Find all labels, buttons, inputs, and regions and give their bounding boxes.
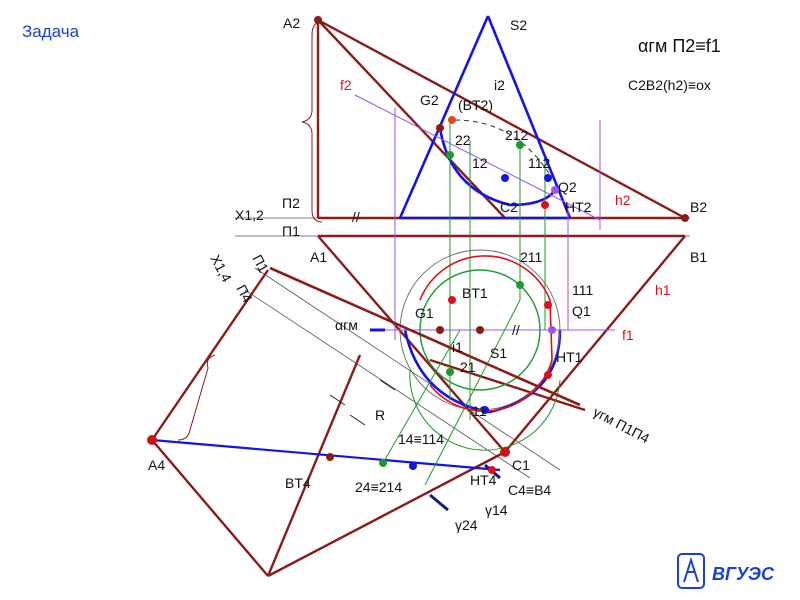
label-bt1: BT1 (462, 285, 488, 301)
radius-marks (329, 379, 396, 426)
label-gamma: γгм П1П4 (591, 404, 653, 447)
height-brace-p4 (177, 354, 216, 441)
label-c4b4: C4≡B4 (508, 482, 551, 498)
a4-line (151, 438, 501, 472)
formula-second: C2B2(h2)≡ox (628, 77, 711, 93)
cone-base-circles (399, 249, 561, 451)
label-p2: П2 (282, 195, 300, 211)
label-i1: i1 (452, 339, 463, 355)
label-b2: B2 (690, 199, 707, 215)
dashed-section (454, 119, 551, 176)
label-111: 111 (572, 282, 593, 298)
label-gamma14: γ14 (485, 502, 508, 518)
label-x14: X1,4 (207, 252, 235, 285)
label-21: 21 (460, 359, 476, 375)
label-par1: // (512, 322, 520, 338)
label-a1: A1 (310, 249, 327, 265)
label-i2: i2 (494, 77, 505, 93)
label-s2: S2 (510, 17, 527, 33)
label-14: 14≡114 (398, 431, 444, 447)
label-f1: f1 (622, 327, 634, 343)
label-par2: // (352, 209, 360, 225)
label-h2: h2 (615, 192, 631, 208)
page-title: Задача (22, 22, 80, 41)
pyramid-edges (151, 18, 686, 578)
label-x12: X1,2 (235, 207, 264, 223)
label-p1b: П1 (249, 252, 272, 275)
label-24: 24≡214 (355, 479, 402, 495)
label-c1: C1 (512, 457, 530, 473)
label-11: 11 (472, 403, 487, 419)
formula-main: αгм П2≡f1 (638, 36, 721, 56)
university-logo: ВГУЭС (676, 552, 786, 592)
label-22: 22 (455, 132, 471, 148)
label-ht2: HT2 (565, 199, 592, 215)
points (147, 16, 689, 474)
label-a4: A4 (148, 457, 165, 473)
label-s1: S1 (490, 345, 507, 361)
label-p4: П4 (233, 282, 256, 305)
gamma-arrow-1 (429, 493, 449, 512)
label-112: 112 (528, 155, 551, 171)
label-ht4: HT4 (470, 472, 497, 488)
label-211: 211 (520, 249, 543, 265)
label-h1: h1 (655, 282, 671, 298)
gamma-plane (269, 266, 581, 407)
label-bt2: (BT2) (458, 97, 493, 113)
label-g2: G2 (420, 92, 439, 108)
point-labels: A2 S2 B2 B1 A1 A4 C1 C2 X1,2 П2 П1 X1,4 … (148, 15, 707, 533)
label-r: R (375, 407, 385, 423)
label-p1: П1 (282, 223, 300, 239)
green-lines (382, 120, 546, 486)
label-q2: Q2 (558, 179, 577, 195)
label-bt4: BT4 (285, 475, 311, 491)
label-alpha: αгм (335, 317, 358, 333)
formulas: αгм П2≡f1 C2B2(h2)≡ox (628, 36, 721, 93)
label-a2: A2 (283, 15, 300, 31)
label-c2: C2 (500, 199, 518, 215)
label-b1: B1 (690, 249, 707, 265)
label-g1: G1 (415, 305, 434, 321)
label-212: 212 (505, 127, 529, 143)
label-12: 12 (472, 155, 488, 171)
label-ht1: HT1 (556, 349, 583, 365)
label-gamma24: γ24 (455, 517, 478, 533)
height-brace (301, 21, 323, 223)
logo-text: ВГУЭС (712, 564, 775, 584)
label-q1: Q1 (572, 303, 591, 319)
label-f2: f2 (340, 77, 352, 93)
